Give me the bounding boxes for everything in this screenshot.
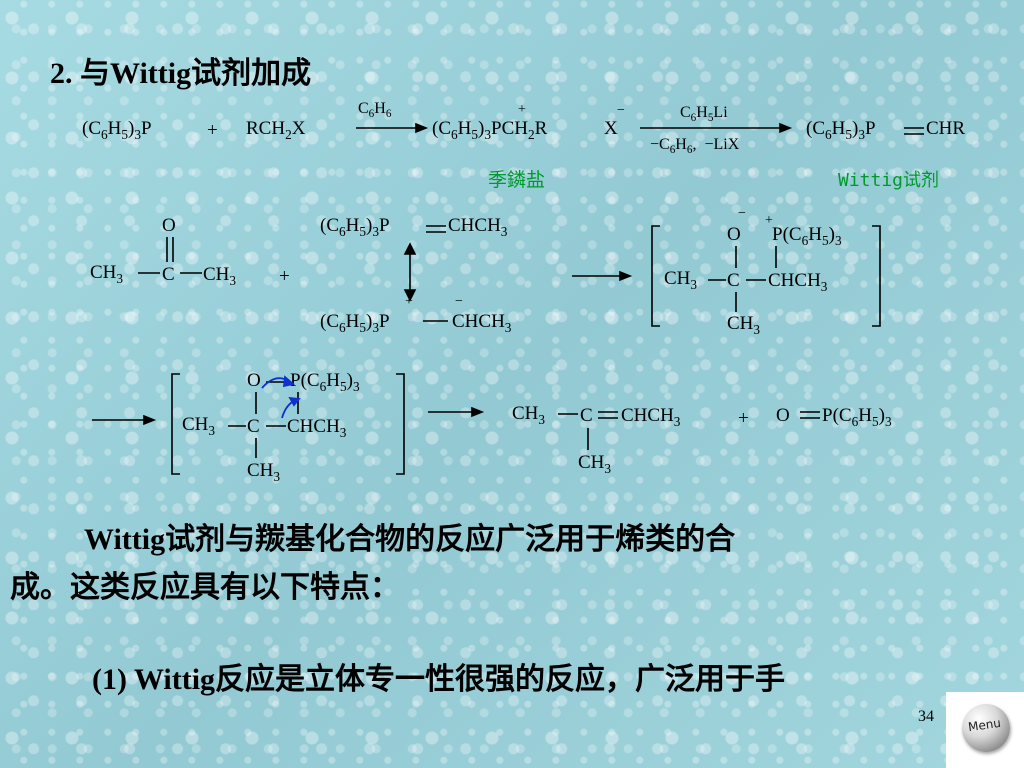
ring-bottom-methyl: CH3 [247, 460, 281, 484]
ring-oxygen: O [247, 370, 261, 391]
condition-phenyllithium: C6H5Li [680, 104, 728, 125]
paragraph-1-line-2: 成。这类反应具有以下特点： [10, 571, 400, 604]
paragraph-2-line-1: (1) Wittig反应是立体专一性很强的反应，广泛用于手 [92, 663, 786, 696]
betaine-phosphorus: P(C6H5)3 [772, 224, 842, 248]
arrow-1-head [415, 122, 429, 134]
alkene-left-methyl: CH3 [512, 403, 546, 427]
ylide-minus-charge: − [455, 294, 463, 309]
betaine-left-methyl: CH3 [664, 268, 698, 292]
ring-phosphorus: P(C6H5)3 [290, 370, 360, 394]
betaine-minus: − [738, 206, 746, 221]
ketone-oxygen: O [162, 215, 176, 236]
ring-left-methyl: CH3 [182, 414, 216, 438]
betaine-plus: + [765, 213, 773, 228]
salt-anion: X [604, 118, 618, 139]
plus-sign-2: + [279, 266, 290, 287]
condition-benzene: C6H6 [358, 100, 392, 121]
reactant-triphenylphosphine: (C6H5)3P [82, 118, 152, 142]
menu-ball-icon[interactable]: Menu [962, 704, 1010, 752]
ylide-top-left: (C6H5)3P [320, 215, 390, 239]
ring-right: CHCH3 [287, 416, 347, 440]
salt-plus-charge: + [518, 102, 526, 117]
phosphonium-salt: (C6H5)3PCH2R [432, 118, 548, 142]
ketone-right-methyl: CH3 [203, 264, 237, 288]
oxide-oxygen: O [776, 405, 790, 426]
reactant-alkyl-halide: RCH2X [246, 118, 306, 142]
ylide-product: (C6H5)3P [806, 118, 876, 142]
ylide-top-right: CHCH3 [448, 215, 508, 239]
anion-minus-charge: − [617, 103, 625, 118]
betaine-bottom-methyl: CH3 [727, 313, 761, 337]
label-wittig-reagent: Wittig试剂 [838, 170, 940, 191]
arrow-2-head [779, 122, 793, 134]
label-phosphonium-salt: 季鏻盐 [488, 170, 546, 191]
plus-sign: + [207, 120, 218, 141]
alkene-carbon: C [580, 405, 593, 426]
alkene-bottom-methyl: CH3 [578, 452, 612, 476]
betaine-right: CHCH3 [768, 270, 828, 294]
betaine-carbon: C [727, 270, 740, 291]
paragraph-1-line-1: Wittig试剂与羰基化合物的反应广泛用于烯类的合 [84, 523, 736, 556]
plus-sign-3: + [738, 408, 749, 429]
menu-button[interactable]: Menu [946, 692, 1024, 768]
ketone-left-methyl: CH3 [90, 262, 124, 286]
ylide-plus-charge: + [405, 294, 413, 309]
condition-byproducts: −C6H6, −LiX [650, 136, 740, 157]
alkene-right: CHCH3 [621, 405, 681, 429]
ylide-bottom-right: CHCH3 [452, 311, 512, 335]
slide-title: 2. 与Wittig试剂加成 [50, 57, 312, 90]
menu-label: Menu [967, 715, 1002, 735]
page-number: 34 [918, 708, 934, 725]
ketone-carbon: C [162, 264, 175, 285]
oxide-phosphorus: P(C6H5)3 [822, 405, 892, 429]
ylide-product-right: CHR [926, 118, 966, 139]
betaine-oxygen: O [727, 224, 741, 245]
ylide-bottom-left: (C6H5)3P [320, 311, 390, 335]
ring-carbon: C [247, 416, 260, 437]
